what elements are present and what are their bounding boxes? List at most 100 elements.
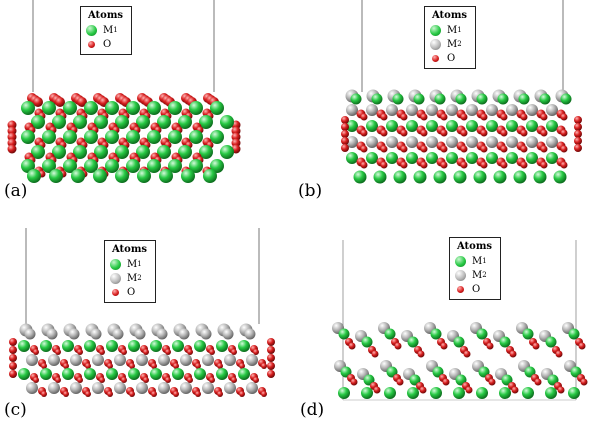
m1-atom — [128, 368, 140, 380]
m2-atom — [24, 328, 36, 340]
legend-title: Atoms — [456, 241, 493, 252]
m1-atom — [73, 115, 87, 129]
m1-atom — [147, 101, 161, 115]
legend-title: Atoms — [111, 244, 148, 255]
o-atom — [574, 130, 582, 138]
o-atom — [187, 377, 193, 383]
m1-atom — [560, 93, 572, 105]
m2-atom-icon — [110, 272, 121, 284]
m1-atom — [546, 152, 558, 164]
o-atom — [33, 349, 39, 355]
o-atom — [107, 391, 113, 397]
m1-atom — [126, 159, 140, 173]
m2-atom — [446, 136, 458, 148]
o-atom — [253, 377, 259, 383]
m1-atom — [384, 387, 396, 399]
m1-atom — [545, 387, 557, 399]
m1-atom — [115, 115, 129, 129]
o-atom — [440, 145, 448, 153]
m2-atom — [180, 382, 192, 394]
m1-atom — [106, 368, 118, 380]
m1-atom — [115, 145, 129, 159]
o-atom — [209, 349, 215, 355]
m1-atom — [199, 115, 213, 129]
m1-atom — [386, 152, 398, 164]
m2-atom — [158, 354, 170, 366]
o-atom — [380, 161, 388, 169]
o-atom — [341, 116, 349, 124]
m2-atom — [202, 382, 214, 394]
m1-atom — [546, 120, 558, 132]
m1-atom — [350, 93, 362, 105]
m2-atom — [346, 104, 358, 116]
m1-atom — [84, 130, 98, 144]
o-atom — [440, 342, 448, 350]
o-atom — [239, 391, 245, 397]
m1-atom — [62, 340, 74, 352]
o-atom — [419, 386, 427, 394]
o-atom — [99, 377, 105, 383]
m2-atom — [244, 328, 256, 340]
m1-atom — [178, 145, 192, 159]
o-atom — [121, 349, 127, 355]
m2-atom — [466, 136, 478, 148]
m1-atom — [84, 159, 98, 173]
m1-atom — [31, 115, 45, 129]
m1-atom-icon — [455, 255, 466, 267]
m1-atom — [430, 328, 442, 340]
m1-atom — [499, 387, 511, 399]
panel-b-structure — [341, 0, 582, 184]
m2-atom — [386, 136, 398, 148]
m1-atom — [513, 170, 527, 184]
m1-atom — [393, 170, 407, 184]
m2-atom — [246, 354, 258, 366]
m1-atom — [392, 93, 404, 105]
o-atom — [373, 386, 381, 394]
m2-atom — [366, 104, 378, 116]
m2-atom — [112, 328, 124, 340]
m1-atom — [406, 152, 418, 164]
m1-atom — [220, 115, 234, 129]
m2-atom — [26, 382, 38, 394]
m2-atom — [224, 354, 236, 366]
o-atom — [9, 354, 17, 362]
o-atom — [231, 349, 237, 355]
m1-atom — [433, 170, 447, 184]
o-atom — [400, 113, 408, 121]
m2-atom — [70, 382, 82, 394]
o-atom — [41, 391, 47, 397]
o-atom — [267, 346, 275, 354]
m1-atom — [172, 368, 184, 380]
o-atom — [574, 116, 582, 124]
o-atom — [560, 161, 568, 169]
m2-atom — [26, 354, 38, 366]
o-atom — [555, 350, 563, 358]
m1-atom — [136, 115, 150, 129]
o-atom — [173, 363, 179, 369]
m1-atom — [18, 340, 30, 352]
o-atom — [540, 129, 548, 137]
m1-atom — [94, 115, 108, 129]
m1-atom — [238, 368, 250, 380]
o-atom — [85, 391, 91, 397]
m2-atom — [446, 104, 458, 116]
o-atom — [440, 161, 448, 169]
m1-atom — [518, 93, 530, 105]
o-atom — [574, 123, 582, 131]
o-atom — [341, 130, 349, 138]
o-atom — [532, 342, 540, 350]
m1-atom — [42, 130, 56, 144]
o-atom — [460, 113, 468, 121]
m1-atom — [526, 152, 538, 164]
o-atom — [9, 338, 17, 346]
o-atom — [9, 346, 17, 354]
m1-atom — [71, 169, 85, 183]
o-atom — [173, 391, 179, 397]
m1-atom — [486, 152, 498, 164]
o-atom — [440, 113, 448, 121]
m2-atom — [366, 136, 378, 148]
panel-d-structure — [332, 240, 588, 401]
